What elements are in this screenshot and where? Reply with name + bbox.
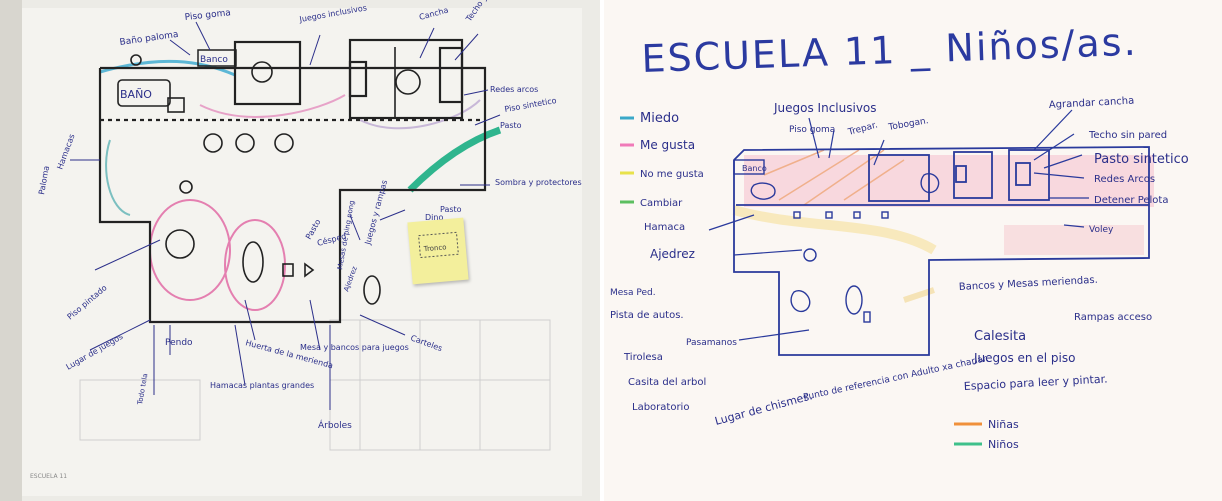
label-hamacas-plantas: Hamacas plantas grandes — [210, 381, 314, 390]
label-mesa-ped: Mesa Ped. — [610, 288, 656, 298]
legend: Miedo Me gusta No me gusta Cambiar — [620, 111, 704, 209]
right-map-photo: ESCUELA 11 _ Niños/as. Miedo Me gusta No… — [604, 0, 1222, 501]
label-piso-goma: Piso goma — [184, 8, 231, 23]
green-marker-stroke — [407, 126, 502, 193]
label-juegos-piso: Juegos en el piso — [973, 351, 1075, 365]
label-bano: BAÑO — [120, 88, 152, 101]
label-espacio-leer: Espacio para leer y pintar. — [963, 372, 1107, 393]
gender-legend: Niñas Niños — [954, 418, 1019, 451]
right-map-drawing: ESCUELA 11 _ Niños/as. Miedo Me gusta No… — [610, 20, 1189, 451]
legend-ninos: Niños — [988, 438, 1019, 451]
label-calesita: Calesita — [974, 329, 1026, 344]
paper-sheet — [22, 8, 582, 496]
sticky-note-text: Tronco — [422, 243, 446, 253]
label-bancos-mesas: Bancos y Mesas meriendas. — [959, 275, 1098, 293]
label-mesa-bancos: Mesa y bancos para juegos — [300, 343, 409, 352]
label-hamaca: Hamaca — [644, 222, 685, 233]
school-outline — [98, 38, 487, 324]
label-juegos-inclusivos: Juegos Inclusivos — [773, 101, 877, 115]
label-redes-arcos: Redes arcos — [490, 85, 538, 94]
label-piso-goma: Piso goma — [789, 125, 835, 135]
label-pasto: Pasto — [500, 121, 522, 130]
legend-miedo: Miedo — [640, 111, 679, 126]
legend-cambiar: Cambiar — [640, 198, 683, 209]
label-agrandar-cancha: Agrandar cancha — [1049, 96, 1135, 111]
label-sombra: Sombra y protectores — [495, 178, 582, 187]
label-dino: Dino — [425, 213, 443, 222]
page-title: ESCUELA 11 _ Niños/as. — [641, 20, 1138, 81]
label-voley: Voley — [1089, 225, 1114, 235]
label-ajedrez: Ajedrez — [650, 247, 695, 261]
label-techo-sin-pared: Techo sin pared — [1088, 130, 1167, 141]
label-laboratorio: Laboratorio — [632, 402, 689, 413]
left-map-photo: Baño paloma Piso goma Banco BAÑO Juegos … — [0, 0, 600, 501]
label-detener-pelota: Detener Pelota — [1094, 195, 1168, 206]
label-redes-arcos: Redes Arcos — [1094, 174, 1155, 185]
label-arboles: Árboles — [318, 419, 352, 431]
label-lugar-chismes: Lugar de chismes. — [713, 389, 813, 428]
faded-plan — [79, 319, 551, 451]
legend-no-me-gusta: No me gusta — [640, 169, 704, 180]
label-trepar: Trepar. — [846, 120, 879, 138]
left-map-drawing: Baño paloma Piso goma Banco BAÑO Juegos … — [0, 0, 582, 501]
label-pendo: Pendo — [165, 338, 193, 348]
label-casita-arbol: Casita del arbol — [628, 377, 706, 388]
sheet-footer: ESCUELA 11 — [30, 473, 67, 480]
label-pasto-sintetico: Pasto sintetico — [1094, 152, 1189, 167]
legend-ninas: Niñas — [988, 418, 1019, 431]
label-rampas: Rampas acceso — [1074, 312, 1152, 323]
sticky-note: Tronco — [407, 217, 469, 285]
label-punto-referencia: Punto de referencia con Adulto xa charla… — [803, 354, 990, 403]
legend-me-gusta: Me gusta — [640, 138, 695, 152]
label-pasto-nino: Pasto — [440, 205, 462, 214]
label-pasamanos: Pasamanos — [686, 338, 737, 348]
label-tirolesa: Tirolesa — [623, 352, 663, 363]
label-banco: Banco — [742, 164, 767, 173]
label-tobogan: Tobogan. — [887, 116, 930, 133]
label-banco: Banco — [200, 55, 228, 65]
label-pista-autos: Pista de autos. — [610, 310, 684, 321]
